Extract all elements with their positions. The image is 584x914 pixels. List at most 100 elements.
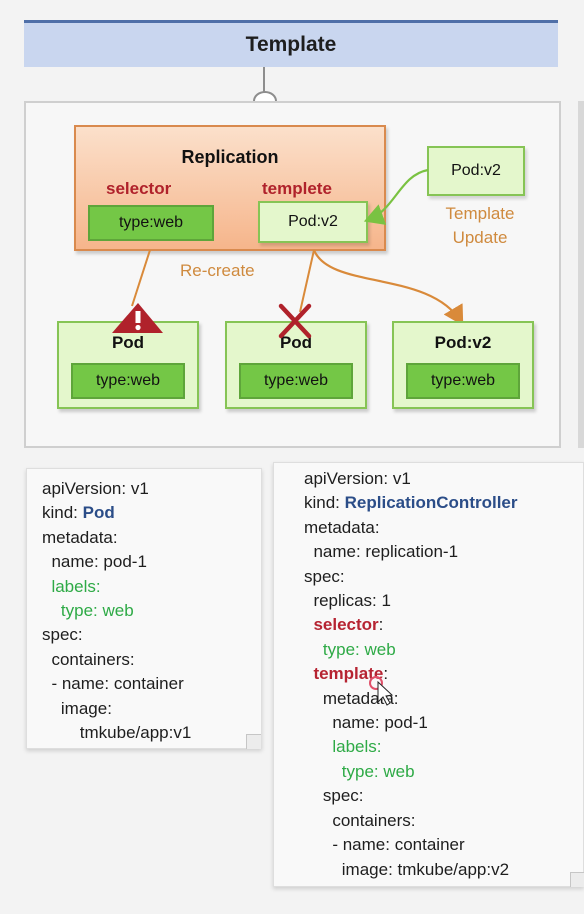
delete-x-icon: [278, 303, 312, 339]
yaml-value: container: [389, 835, 465, 855]
yaml-key: spec:: [42, 625, 83, 645]
yaml-value: web: [97, 601, 134, 621]
yaml-line: metadata:: [42, 526, 261, 550]
yaml-line: containers:: [42, 648, 261, 672]
yaml-line: selector:: [304, 613, 583, 637]
yaml-key: metadata:: [42, 527, 118, 547]
rc-yaml-curl: [570, 872, 584, 887]
pod-1: Pod type:web: [57, 321, 199, 409]
yaml-line: spec:: [42, 623, 261, 647]
yaml-value: Pod: [77, 503, 115, 523]
template-update-line-1: Template: [445, 204, 515, 223]
replication-title: Replication: [181, 147, 279, 167]
pod-1-label: type:web: [71, 363, 185, 399]
yaml-line: image: tmkube/app:v2: [304, 858, 583, 882]
yaml-key: kind:: [42, 503, 78, 523]
yaml-value: web: [378, 761, 415, 781]
mouse-cursor-icon: [369, 676, 394, 706]
yaml-line: labels:: [304, 735, 583, 759]
pod-3: Pod:v2 type:web: [392, 321, 534, 409]
yaml-line: name: pod-1: [304, 711, 583, 735]
yaml-line: name: pod-1: [42, 550, 261, 574]
yaml-line: apiVersion: v1: [42, 477, 261, 501]
yaml-key: replicas:: [304, 591, 377, 611]
yaml-value: pod-1: [98, 552, 147, 572]
yaml-key: spec:: [304, 566, 345, 586]
yaml-key: apiVersion:: [304, 469, 389, 488]
connector-line: [263, 67, 265, 92]
yaml-key: metadata:: [304, 517, 380, 537]
yaml-key: type:: [304, 761, 379, 781]
yaml-key: containers:: [304, 810, 416, 830]
yaml-key: type:: [304, 639, 360, 659]
template-to-pod2-line: [299, 249, 315, 313]
yaml-line: - name: container: [304, 833, 583, 857]
pod-2: Pod type:web: [225, 321, 367, 409]
pod-2-label: type:web: [239, 363, 353, 399]
yaml-line: type: web: [304, 638, 583, 662]
yaml-line: kind: ReplicationController: [304, 491, 583, 515]
selector-value-box: type:web: [88, 205, 214, 241]
yaml-key: - name:: [304, 835, 390, 855]
recreate-label: Re-create: [180, 261, 255, 280]
yaml-line: apiVersion: v1: [304, 467, 583, 491]
yaml-line: labels:: [42, 575, 261, 599]
yaml-line: name: replication-1: [304, 540, 583, 564]
yaml-line: metadata:: [304, 516, 583, 540]
yaml-value: replication-1: [360, 542, 459, 562]
template-label: templete: [262, 179, 332, 198]
yaml-key: selector: [304, 615, 379, 635]
yaml-value: ReplicationController: [339, 493, 518, 513]
yaml-value: tmkube/app:v1: [79, 723, 192, 743]
recreate-arrow: [312, 249, 464, 326]
yaml-key: name:: [42, 552, 99, 572]
pod-2-title: Pod: [279, 333, 313, 352]
pod-yaml-curl: [246, 734, 261, 749]
yaml-value: pod-1: [379, 713, 428, 733]
yaml-key: image:: [304, 859, 393, 879]
yaml-key: labels:: [304, 737, 382, 757]
yaml-line: spec:: [304, 565, 583, 589]
template-value-box: Pod:v2: [258, 201, 368, 243]
yaml-value: :: [378, 615, 384, 635]
template-update-label: Template Update: [420, 202, 540, 250]
yaml-key: containers:: [42, 649, 135, 669]
yaml-value: tmkube/app:v2: [392, 859, 510, 879]
yaml-key: image:: [42, 698, 112, 718]
yaml-value: v1: [126, 479, 149, 498]
yaml-value: 1: [376, 591, 391, 611]
selector-label: selector: [106, 179, 172, 198]
yaml-key: name:: [304, 542, 361, 562]
template-update-arrow: [363, 168, 429, 225]
yaml-line: containers:: [304, 809, 583, 833]
selector-to-pod1-line: [131, 249, 151, 307]
yaml-line: type: web: [42, 599, 261, 623]
yaml-key: - name:: [42, 674, 110, 694]
yaml-key: name:: [304, 713, 380, 733]
pod-3-label: type:web: [406, 363, 520, 399]
yaml-value: v1: [388, 469, 411, 488]
warning-icon: [112, 303, 163, 333]
yaml-key: template: [304, 664, 384, 684]
yaml-value: web: [359, 639, 396, 659]
yaml-line: spec:: [304, 784, 583, 808]
yaml-line: type: web: [304, 760, 583, 784]
yaml-line: tmkube/app:v1: [42, 721, 261, 745]
yaml-line: image:: [42, 697, 261, 721]
yaml-key: kind:: [304, 493, 340, 513]
yaml-value: container: [109, 674, 184, 694]
yaml-key: apiVersion:: [42, 479, 127, 498]
yaml-line: - name: container: [42, 672, 261, 696]
yaml-key: spec:: [304, 786, 364, 806]
panel-edge: [578, 101, 584, 448]
yaml-key: labels:: [42, 576, 101, 596]
page-title: Template: [24, 20, 558, 67]
yaml-line: kind: Pod: [42, 501, 261, 525]
new-pod-template-box: Pod:v2: [427, 146, 525, 196]
yaml-line: template:: [304, 662, 583, 686]
